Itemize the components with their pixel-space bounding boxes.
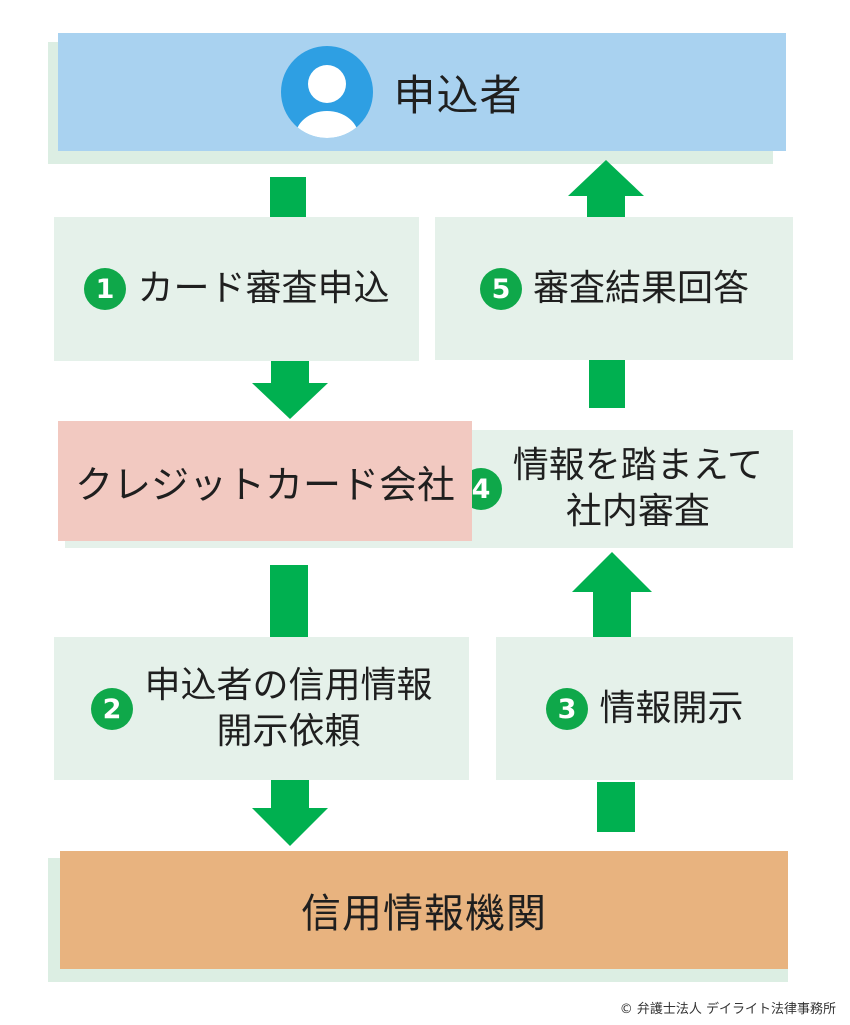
credit-card-company-box: クレジットカード会社 (58, 421, 472, 541)
applicant-content: 申込者 (281, 46, 522, 138)
applicant-box: 申込者 (58, 33, 786, 151)
credit-bureau-box: 信用情報機関 (60, 851, 788, 969)
step-4-label-line-1: 情報を踏まえて (512, 445, 763, 486)
step-3-number: 3 (558, 694, 577, 725)
step-5-panel: 5 審査結果回答 (435, 217, 793, 360)
step-4-label: 情報を踏まえて 社内審査 (513, 443, 763, 535)
step-1-label: カード審査申込 (137, 268, 390, 309)
copyright-notice: © 弁護士法人 デイライト法律事務所 (619, 1002, 836, 1017)
step-3-panel: 3 情報開示 (496, 637, 793, 780)
credit-card-company-label: クレジットカード会社 (74, 462, 455, 507)
connector-card-company-to-step2 (270, 565, 308, 637)
step-1-panel: 1 カード審査申込 (54, 217, 419, 361)
arrow-down-step1-to-card-company-icon (252, 361, 328, 419)
step-5-number-badge: 5 (479, 267, 523, 311)
step-2-number: 2 (103, 694, 122, 725)
step-5-number: 5 (492, 274, 511, 305)
connector-bureau-to-step3 (597, 782, 635, 832)
step-2-label-line-2: 開示依頼 (216, 710, 361, 752)
arrow-up-step3-to-step4-icon (572, 552, 652, 637)
step-2-label-line-1: 申込者の信用情報 (144, 664, 433, 706)
step-1-number-badge: 1 (83, 267, 127, 311)
step-4-number: 4 (471, 474, 490, 505)
applicant-label: 申込者 (393, 70, 523, 120)
step-1-number: 1 (96, 274, 115, 305)
step-3-label: 情報開示 (599, 687, 744, 729)
connector-applicant-to-step1 (270, 177, 306, 217)
step-2-number-badge: 2 (90, 687, 134, 731)
step-2-label: 申込者の信用情報 開示依頼 (144, 663, 432, 755)
step-2-panel: 2 申込者の信用情報 開示依頼 (54, 637, 469, 780)
credit-bureau-label: 信用情報機関 (301, 891, 547, 937)
user-avatar-icon (281, 46, 374, 138)
connector-step4-to-step5 (589, 360, 625, 408)
step-4-label-line-2: 社内審査 (565, 491, 710, 532)
step-3-number-badge: 3 (545, 687, 589, 731)
arrow-up-step5-to-applicant-icon (568, 160, 644, 217)
step-5-label: 審査結果回答 (532, 267, 749, 309)
arrow-down-step2-to-bureau-icon (252, 780, 328, 846)
